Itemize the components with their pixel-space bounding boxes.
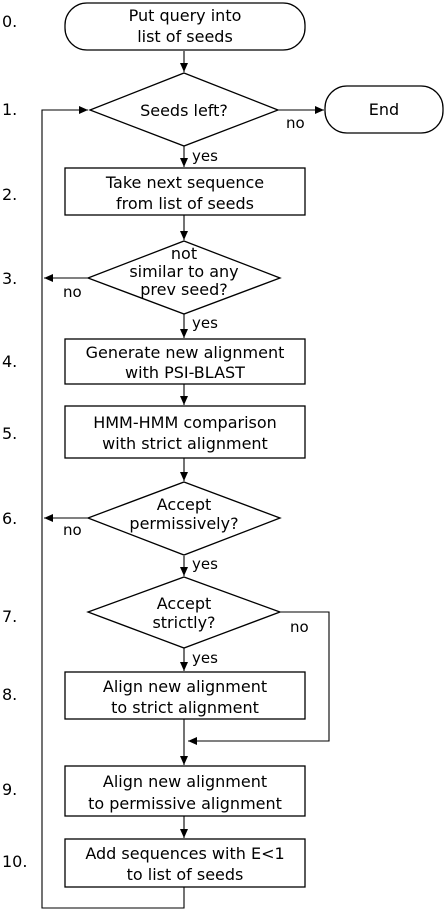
step-label-7: 7. <box>2 607 17 626</box>
node-align-strict-line-2: to strict alignment <box>111 698 259 717</box>
edge-label-accept-strict-yes: yes <box>192 649 218 667</box>
step-label-5: 5. <box>2 424 17 443</box>
node-not-similar-line-3: prev seed? <box>140 280 227 299</box>
node-generate-line-1: Generate new alignment <box>86 343 285 362</box>
node-hmm-line-1: HMM-HMM comparison <box>93 413 277 432</box>
edge-loop-back <box>41 106 185 909</box>
step-label-8: 8. <box>2 685 17 704</box>
node-take-next-line-2: from list of seeds <box>116 194 254 213</box>
step-labels: 0. 1. 2. 3. 4. 5. 6. 7. 8. 9. 10. <box>2 12 27 871</box>
node-start: Put query into list of seeds <box>64 2 306 51</box>
node-not-similar: not similar to any prev seed? <box>86 240 282 315</box>
node-add-seqs-line-2: to list of seeds <box>127 865 244 884</box>
node-take-next-line-1: Take next sequence <box>105 173 264 192</box>
node-accept-strict: Accept strictly? <box>86 576 282 649</box>
node-start-line-2: list of seeds <box>137 27 233 46</box>
node-add-seqs: Add sequences with E<1 to list of seeds <box>64 838 306 888</box>
node-accept-perm-line-1: Accept <box>157 495 212 514</box>
node-generate: Generate new alignment with PSI-BLAST <box>64 338 306 385</box>
node-hmm-line-2: with strict alignment <box>102 434 268 453</box>
node-start-line-1: Put query into <box>129 6 242 25</box>
edge-labels: no yes no yes no yes no yes <box>63 114 309 667</box>
node-align-perm-line-1: Align new alignment <box>103 772 267 791</box>
edge-label-seeds-left-yes: yes <box>192 147 218 165</box>
edge-label-not-similar-no: no <box>63 283 82 301</box>
node-align-perm-line-2: to permissive alignment <box>88 794 282 813</box>
node-seeds-left-line-1: Seeds left? <box>140 101 228 120</box>
node-accept-strict-line-2: strictly? <box>152 613 215 632</box>
edge-label-accept-strict-no: no <box>290 618 309 636</box>
node-align-strict: Align new alignment to strict alignment <box>64 671 306 720</box>
step-label-2: 2. <box>2 185 17 204</box>
node-add-seqs-line-1: Add sequences with E<1 <box>85 844 284 863</box>
connectors <box>41 51 330 909</box>
step-label-10: 10. <box>2 852 27 871</box>
node-seeds-left: Seeds left? <box>88 72 280 147</box>
edge-label-accept-perm-yes: yes <box>192 555 218 573</box>
step-label-9: 9. <box>2 780 17 799</box>
node-hmm: HMM-HMM comparison with strict alignment <box>64 405 306 459</box>
edge-accept-strict-no <box>188 611 330 745</box>
node-accept-perm: Accept permissively? <box>86 481 282 556</box>
node-accept-perm-line-2: permissively? <box>129 514 238 533</box>
step-label-3: 3. <box>2 269 17 288</box>
node-align-strict-line-1: Align new alignment <box>103 677 267 696</box>
node-end-line-1: End <box>369 100 399 119</box>
node-accept-strict-line-1: Accept <box>157 594 212 613</box>
node-take-next: Take next sequence from list of seeds <box>64 167 306 216</box>
node-not-similar-line-2: similar to any <box>129 262 238 281</box>
node-align-perm: Align new alignment to permissive alignm… <box>64 765 306 817</box>
step-label-1: 1. <box>2 100 17 119</box>
step-label-6: 6. <box>2 509 17 528</box>
node-not-similar-line-1: not <box>171 244 197 263</box>
step-label-0: 0. <box>2 12 17 31</box>
node-end: End <box>324 85 444 134</box>
step-label-4: 4. <box>2 352 17 371</box>
edge-label-seeds-left-no: no <box>286 114 305 132</box>
edge-label-not-similar-yes: yes <box>192 314 218 332</box>
nodes: Put query into list of seeds Seeds left?… <box>64 2 444 888</box>
node-generate-line-2: with PSI-BLAST <box>125 363 245 382</box>
edge-label-accept-perm-no: no <box>63 521 82 539</box>
